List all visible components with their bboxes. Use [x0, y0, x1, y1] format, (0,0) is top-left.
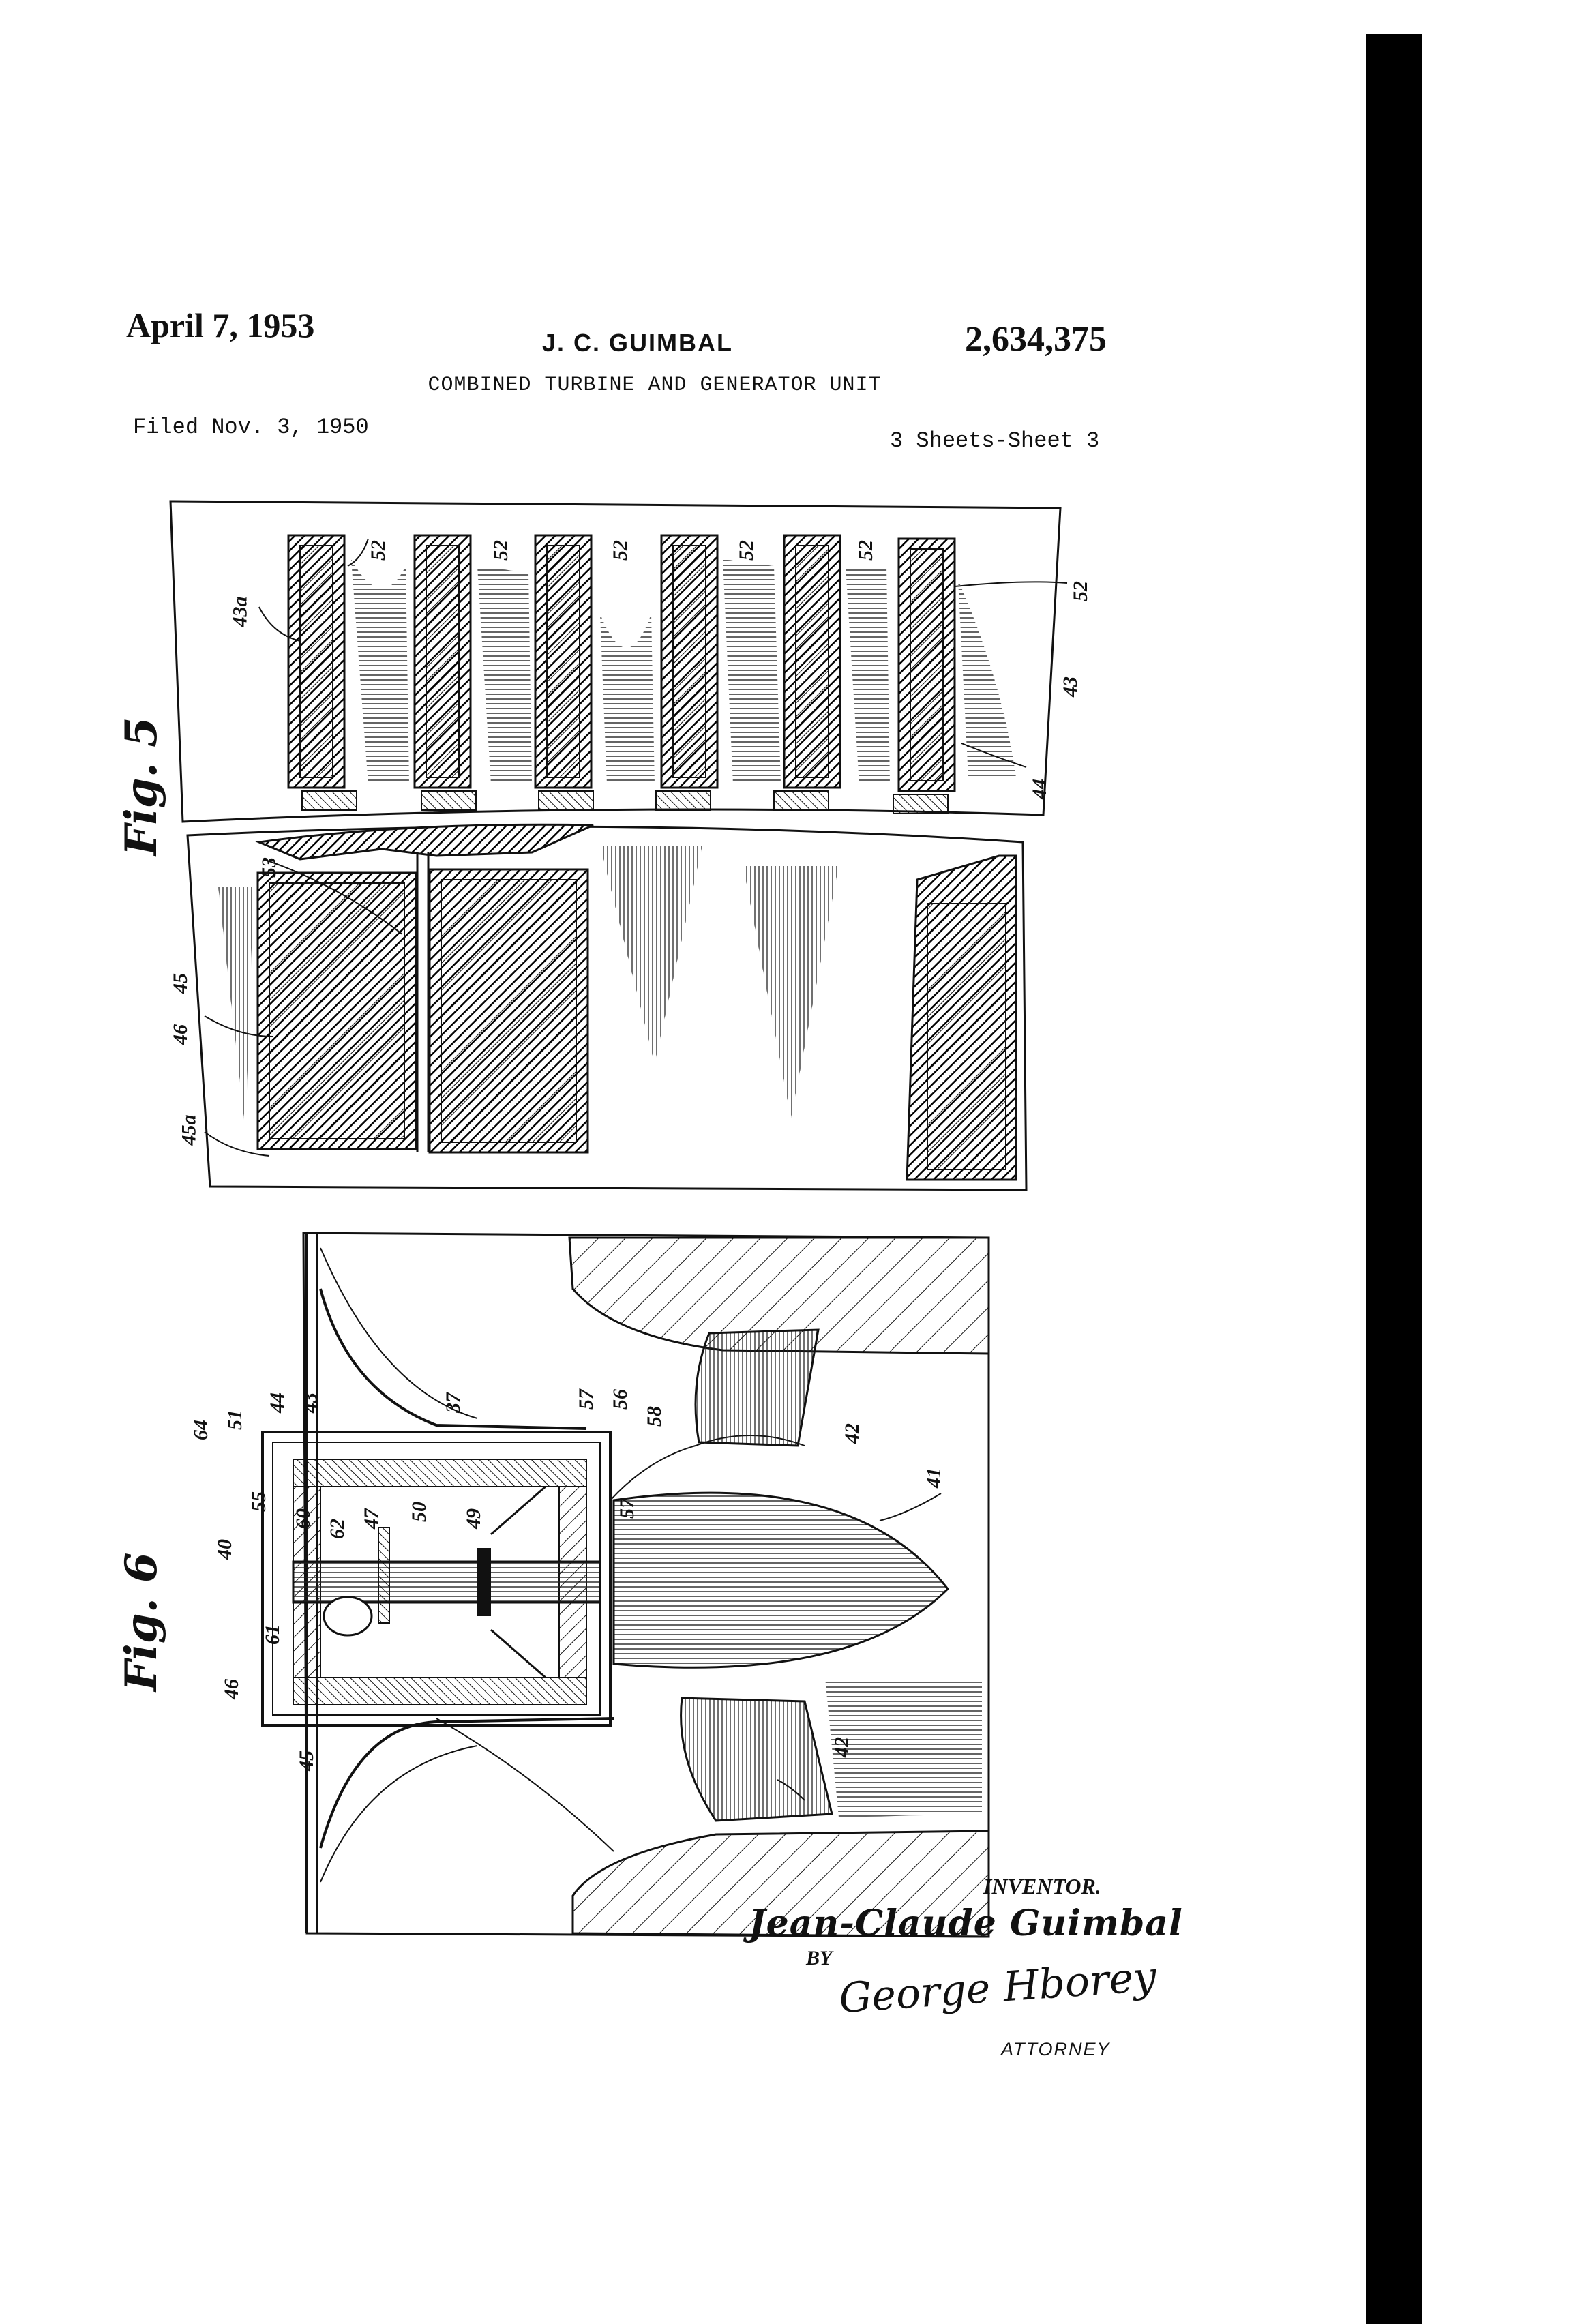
ref-num: 37	[442, 1392, 465, 1413]
ref-num: 47	[360, 1508, 383, 1529]
ref-num: 43	[1059, 676, 1082, 697]
ref-num: 62	[326, 1519, 349, 1539]
fig6-generator-housing	[263, 1432, 610, 1725]
fig5-slot-2	[415, 535, 476, 810]
ref-num: 44	[1028, 779, 1051, 799]
ref-num: 57	[616, 1498, 639, 1519]
ref-num: 52	[854, 540, 878, 561]
ref-num: 52	[367, 540, 390, 561]
ref-num: 52	[490, 540, 513, 561]
ref-num: 57	[575, 1389, 598, 1410]
ref-num: 53	[258, 857, 281, 878]
fig5-pole-middle	[430, 869, 588, 1152]
fig5-slot-4	[656, 535, 717, 810]
ref-num: 43	[299, 1392, 322, 1413]
fig5-label: Fig. 5	[116, 717, 167, 856]
fig5-slot-3	[535, 535, 593, 810]
ref-num: 56	[609, 1389, 632, 1410]
by-label: BY	[806, 1947, 832, 1970]
fig5-slot-6	[893, 539, 955, 814]
ref-num: 64	[190, 1420, 213, 1440]
ref-num: 49	[462, 1508, 486, 1529]
fig5-pole-right	[907, 856, 1016, 1180]
ref-num: 58	[643, 1406, 666, 1427]
ref-num: 61	[261, 1624, 284, 1645]
fig6-section	[263, 1233, 989, 1937]
fig5-pole-left	[258, 873, 416, 1149]
ref-num: 41	[923, 1468, 946, 1488]
ref-num: 43a	[229, 597, 252, 627]
ref-num: 52	[609, 540, 632, 561]
ref-num: 42	[831, 1737, 854, 1757]
ref-num: 46	[169, 1024, 192, 1045]
ref-num: 45a	[178, 1115, 201, 1146]
ref-num: 52	[1069, 581, 1092, 601]
ref-num: 42	[841, 1423, 864, 1444]
ref-num: 40	[213, 1539, 237, 1560]
ref-num: 52	[735, 540, 758, 561]
ref-num: 55	[248, 1491, 271, 1512]
fig6-label: Fig. 6	[116, 1552, 167, 1691]
ref-num: 46	[220, 1679, 243, 1699]
ref-num: 60	[292, 1508, 315, 1529]
attorney-label: ATTORNEY	[1001, 2039, 1111, 2060]
ref-num: 45	[295, 1751, 318, 1771]
ref-num: 51	[224, 1410, 247, 1430]
ref-num: 50	[408, 1502, 431, 1522]
ref-num: 45	[169, 973, 192, 994]
fig5-slot-5	[774, 535, 840, 810]
inventor-signature: Jean-Claude Guimbal	[749, 1903, 1183, 1944]
inventor-label: INVENTOR.	[983, 1874, 1101, 1899]
ref-num: 44	[266, 1392, 289, 1413]
fig5-slot-1	[288, 535, 357, 810]
